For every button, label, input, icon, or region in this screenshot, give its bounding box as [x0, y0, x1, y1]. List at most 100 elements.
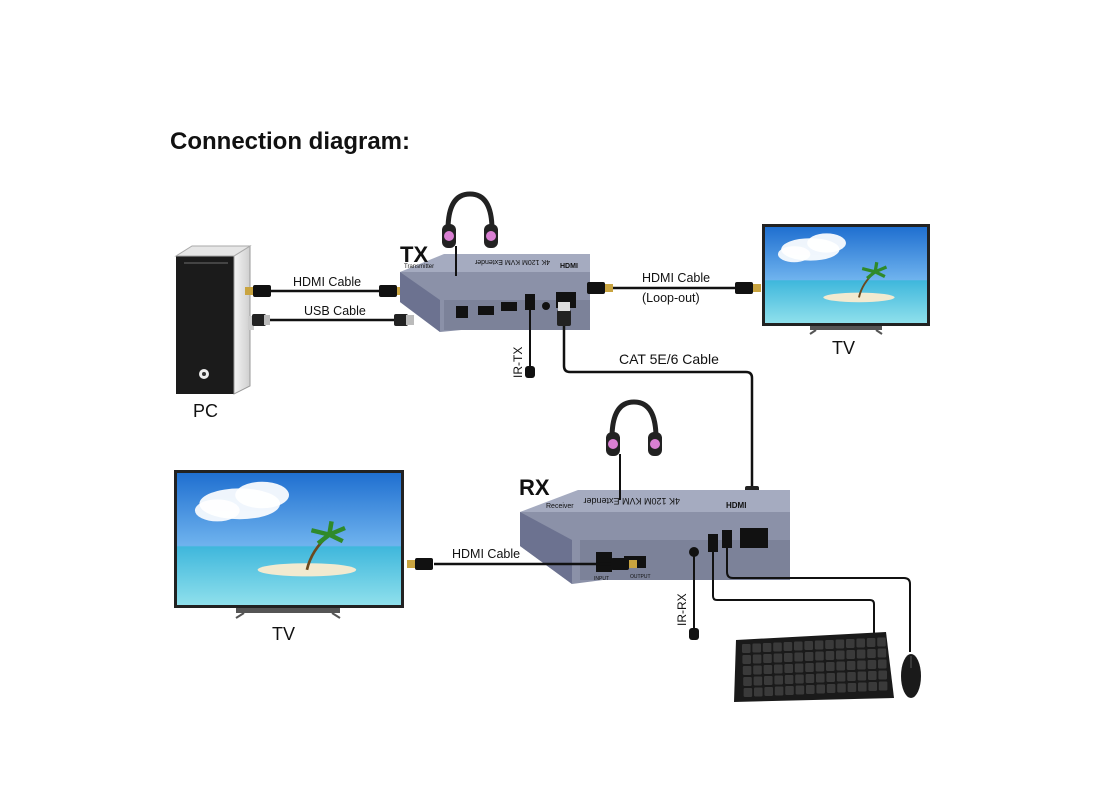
- keyboard-key: [784, 675, 794, 684]
- ir-tx-label: IR-TX: [511, 347, 525, 378]
- keyboard-key: [816, 673, 825, 683]
- keyboard-key: [784, 664, 793, 673]
- svg-text:OUTPUT: OUTPUT: [630, 574, 651, 580]
- usb-plug-icon: [252, 314, 270, 326]
- keyboard-key: [877, 648, 887, 658]
- keyboard-key: [878, 681, 888, 691]
- hdmi-cable-pc-tx: [245, 285, 405, 297]
- keyboard-key: [816, 684, 825, 694]
- keyboard-key: [742, 644, 751, 653]
- hdmi-cable-rx-label: HDMI Cable: [452, 547, 520, 561]
- keyboard-key: [825, 651, 835, 660]
- svg-text:HDMI: HDMI: [560, 263, 578, 270]
- svg-text:INPUT: INPUT: [594, 576, 609, 582]
- keyboard-key: [804, 641, 813, 650]
- hdmi-plug-icon: [407, 558, 433, 570]
- keyboard-key: [868, 682, 877, 691]
- keyboard-key: [878, 670, 887, 680]
- keyboard-key: [773, 642, 782, 652]
- keyboard-key: [794, 641, 803, 651]
- tv-icon: [762, 224, 930, 335]
- keyboard-key: [794, 663, 804, 673]
- keyboard-key: [847, 672, 856, 681]
- keyboard-key: [742, 666, 752, 675]
- keyboard-key: [836, 661, 845, 671]
- usb-cable-label: USB Cable: [304, 304, 366, 318]
- keyboard-key: [804, 652, 814, 661]
- keyboard-key: [785, 686, 794, 695]
- tv-left-label: TV: [272, 624, 295, 644]
- keyboard-key: [826, 662, 835, 671]
- keyboard-key: [826, 673, 835, 682]
- page-title: Connection diagram:: [170, 128, 410, 155]
- svg-text:4K 120M KVM Extender: 4K 120M KVM Extender: [474, 258, 550, 265]
- keyboard-key: [753, 676, 763, 686]
- keyboard-key: [836, 672, 846, 682]
- rx-label: RX: [519, 475, 550, 500]
- keyboard-key: [752, 643, 761, 653]
- keyboard-key: [754, 687, 763, 697]
- keyboard-key: [783, 642, 793, 651]
- headphones-icon: [442, 194, 498, 276]
- pc-label: PC: [193, 401, 218, 421]
- keyboard-key: [866, 638, 876, 647]
- usb-plug-icon: [394, 314, 414, 326]
- rx-device: 4K 120M KVM Extender HDMI Receiver INPUT…: [520, 490, 790, 584]
- keyboard-key: [774, 664, 783, 674]
- keyboard-key: [835, 639, 845, 649]
- loop-out-label: (Loop-out): [642, 291, 700, 305]
- hdmi-cable-rx-tv: [407, 558, 637, 570]
- keyboard-key: [846, 639, 855, 648]
- keyboard-key: [847, 683, 857, 692]
- hdmi-cable-pc-label: HDMI Cable: [293, 275, 361, 289]
- keyboard-key: [815, 651, 824, 661]
- keyboard-icon: [734, 632, 894, 702]
- keyboard-key: [805, 674, 815, 683]
- hdmi-cable-loop-out: [587, 282, 761, 294]
- hdmi-cable-loop-label: HDMI Cable: [642, 271, 710, 285]
- headphones-icon: [606, 402, 662, 500]
- keyboard-key: [763, 654, 772, 663]
- keyboard-key: [867, 649, 876, 658]
- keyboard-key: [868, 671, 877, 680]
- keyboard-key: [806, 685, 815, 694]
- keyboard-key: [763, 665, 773, 674]
- keyboard-key: [878, 659, 887, 669]
- tv-right-label: TV: [832, 338, 855, 358]
- keyboard-key: [846, 650, 855, 659]
- keyboard-key: [858, 682, 867, 692]
- hdmi-plug-icon: [587, 282, 613, 294]
- keyboard-key: [774, 686, 784, 696]
- svg-text:Receiver: Receiver: [546, 503, 574, 510]
- keyboard-key: [773, 653, 783, 663]
- keyboard-key: [815, 662, 825, 672]
- keyboard-key: [856, 638, 865, 648]
- keyboard-key: [753, 665, 762, 675]
- keyboard-key: [774, 675, 783, 685]
- usb-cable-pc-tx: [252, 314, 414, 326]
- keyboard-key: [794, 652, 803, 662]
- cat-cable-label: CAT 5E/6 Cable: [619, 351, 719, 367]
- keyboard-key: [846, 661, 856, 670]
- keyboard-key: [857, 660, 866, 670]
- keyboard-key: [743, 688, 753, 697]
- keyboard-key: [795, 674, 804, 684]
- ir-sensor-icon: [525, 310, 535, 378]
- keyboard-key: [856, 649, 866, 659]
- keyboard-key: [742, 655, 751, 664]
- keyboard-key: [795, 685, 805, 695]
- keyboard-key: [805, 663, 814, 672]
- usb-cable-keyboard: [712, 552, 875, 636]
- keyboard-key: [762, 643, 772, 652]
- pc-tower-icon: [174, 245, 254, 395]
- keyboard-key: [764, 687, 773, 696]
- keyboard-key: [836, 650, 845, 660]
- svg-text:4K 120M KVM Extender: 4K 120M KVM Extender: [583, 496, 680, 506]
- keyboard-key: [764, 676, 773, 685]
- keyboard-key: [743, 677, 752, 686]
- keyboard-key: [857, 671, 867, 681]
- keyboard-key: [784, 653, 793, 662]
- svg-text:Transmitter: Transmitter: [404, 264, 434, 270]
- keyboard-key: [877, 637, 886, 647]
